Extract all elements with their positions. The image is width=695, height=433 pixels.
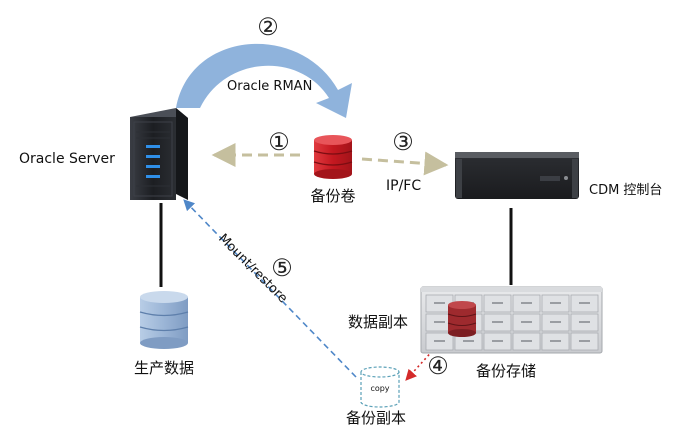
backup-volume-label: 备份卷 xyxy=(310,187,355,205)
drive-bay-handle xyxy=(579,340,590,342)
drive-bay-handle xyxy=(434,340,445,342)
mount-restore-arrow xyxy=(183,199,357,378)
step-1-label: ① xyxy=(268,128,290,156)
copy-to-backup-arrow xyxy=(405,324,457,381)
rack-appliance-icon xyxy=(455,152,579,199)
drive-bay-handle xyxy=(492,340,503,342)
drive-bay-handle xyxy=(434,321,445,323)
rman-arrow xyxy=(176,43,352,118)
data-copy-label: 数据副本 xyxy=(348,313,408,331)
database-blue-icon xyxy=(139,291,189,349)
step-5-label: ⑤ xyxy=(271,254,293,282)
copy-small-label: copy xyxy=(370,384,389,393)
drive-bay-handle xyxy=(463,340,474,342)
drive-bay-handle xyxy=(579,321,590,323)
database-darkred-icon xyxy=(447,301,477,337)
oracle-rman-label: Oracle RMAN xyxy=(227,79,312,94)
production-data-label: 生产数据 xyxy=(134,359,194,377)
backup-copy-label: 备份副本 xyxy=(346,409,406,427)
drive-bay-handle xyxy=(550,340,561,342)
drive-bay-handle xyxy=(492,302,503,304)
step-3-label: ③ xyxy=(392,128,414,156)
cdm-console-label: CDM 控制台 xyxy=(589,183,662,198)
drive-bay-handle xyxy=(550,321,561,323)
drive-bay-handle xyxy=(521,302,532,304)
server-tower-icon xyxy=(130,108,188,200)
ip-fc-label: IP/FC xyxy=(386,178,421,194)
step-4-label: ④ xyxy=(427,352,449,380)
drive-bay-handle xyxy=(521,321,532,323)
drive-bay-handle xyxy=(434,302,445,304)
oracle-server-label: Oracle Server xyxy=(19,151,115,167)
drive-bay-handle xyxy=(521,340,532,342)
drive-bay-handle xyxy=(579,302,590,304)
database-outline-icon xyxy=(360,366,400,408)
backup-storage-label: 备份存储 xyxy=(476,362,536,380)
drive-bay-handle xyxy=(550,302,561,304)
database-red-icon xyxy=(313,135,353,179)
backup-to-cdm-arrow xyxy=(361,151,449,176)
step-2-label: ② xyxy=(257,13,279,41)
drive-bay-handle xyxy=(492,321,503,323)
